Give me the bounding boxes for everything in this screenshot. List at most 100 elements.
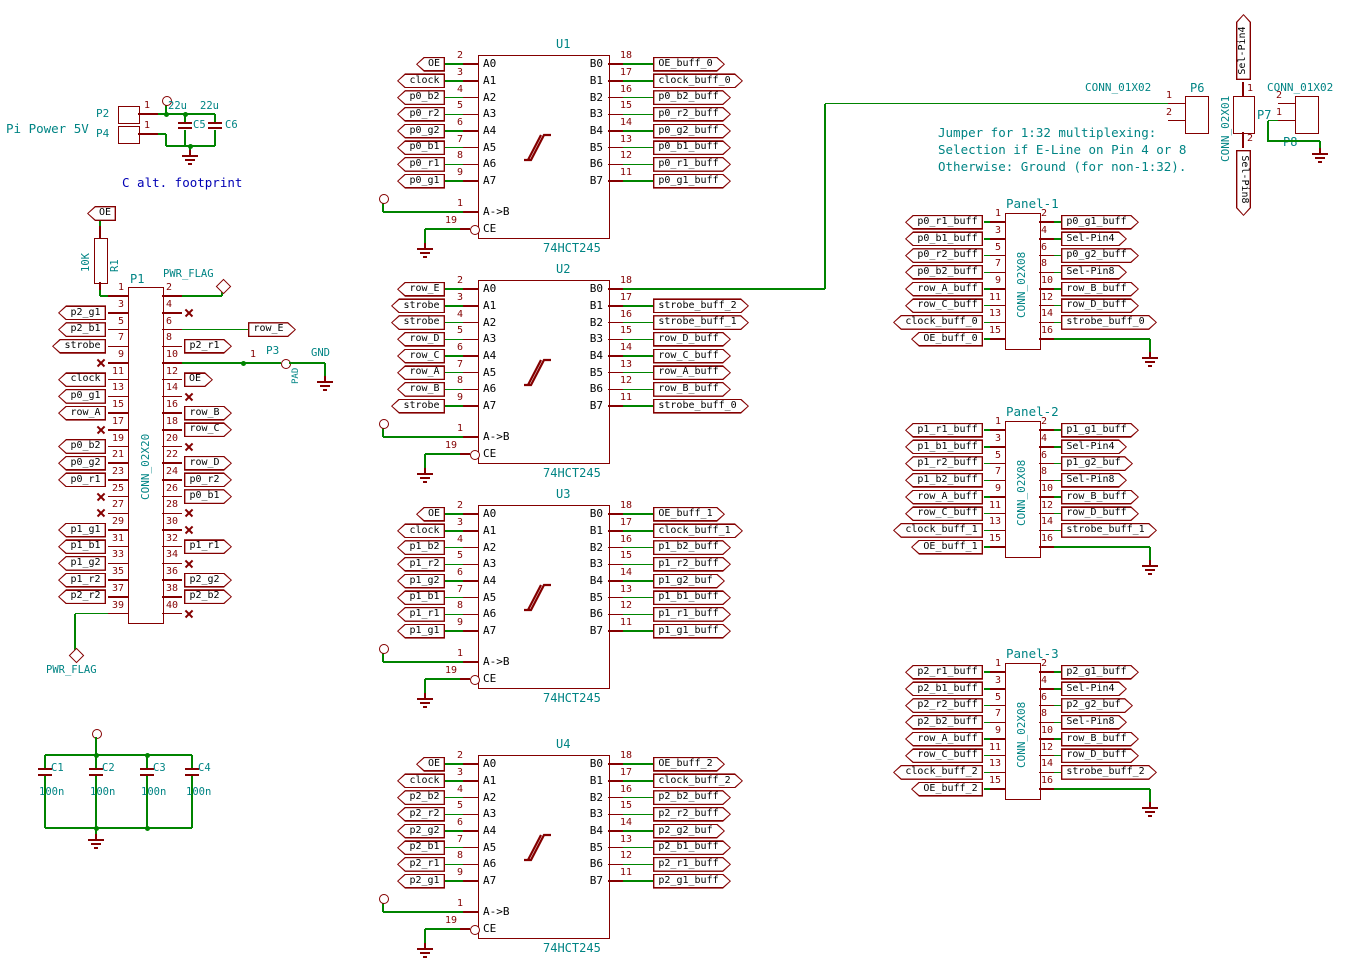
u2-output-row_A_buff[interactable]: row_A_buff <box>653 365 731 381</box>
u2-input-strobe[interactable]: strobe <box>391 298 445 314</box>
u1-input-p0_b2[interactable]: p0_b2 <box>397 90 445 106</box>
u3-input-OE[interactable]: OE <box>416 506 445 522</box>
panel1-label-row_A_buff[interactable]: row_A_buff <box>905 281 983 297</box>
p1-label-p0_r2[interactable]: p0_r2 <box>184 472 232 488</box>
p1-label-p1_b1[interactable]: p1_b1 <box>58 539 106 555</box>
panel2-label-strobe_buff_1[interactable]: strobe_buff_1 <box>1061 522 1157 538</box>
u4-output-p2_g2_buf[interactable]: p2_g2_buf <box>653 823 725 839</box>
panel3-gnd-symbol-bar1[interactable] <box>1142 807 1158 809</box>
u2-input-row_E[interactable]: row_E <box>397 281 445 297</box>
u1-output-p0_r2_buff[interactable]: p0_r2_buff <box>653 106 731 122</box>
panel3-label-p2_b1_buff[interactable]: p2_b1_buff <box>905 681 983 697</box>
u1-output-p0_b2_buff[interactable]: p0_b2_buff <box>653 90 731 106</box>
vcc-symbol[interactable] <box>92 729 102 739</box>
panel2-label-Sel-Pin4[interactable]: Sel-Pin4 <box>1061 439 1127 455</box>
panel3-label-row_D_buff[interactable]: row_D_buff <box>1061 748 1139 764</box>
panel1-label-row_D_buff[interactable]: row_D_buff <box>1061 298 1139 314</box>
u2-gnd-symbol-bar1[interactable] <box>417 473 433 475</box>
caps-gnd-symbol-bar1[interactable] <box>88 839 104 841</box>
panel1-label-row_B_buff[interactable]: row_B_buff <box>1061 281 1139 297</box>
panel2-label-row_C_buff[interactable]: row_C_buff <box>905 506 983 522</box>
panel1-label-p0_g1_buff[interactable]: p0_g1_buff <box>1061 214 1139 230</box>
p1-label-p2_r1[interactable]: p2_r1 <box>184 338 232 354</box>
panel2-label-p1_b1_buff[interactable]: p1_b1_buff <box>905 439 983 455</box>
panel2-label-p1_g2_buf[interactable]: p1_g2_buf <box>1061 456 1133 472</box>
panel3-label-clock_buff_2[interactable]: clock_buff_2 <box>893 764 983 780</box>
p1-label-p0_r1[interactable]: p0_r1 <box>58 472 106 488</box>
u4-output-p2_r1_buff[interactable]: p2_r1_buff <box>653 856 731 872</box>
p1-label-row_A[interactable]: row_A <box>58 405 106 421</box>
p7-connector-body[interactable] <box>1233 96 1255 134</box>
p1-label-p0_b2[interactable]: p0_b2 <box>58 439 106 454</box>
p1-label-p1_g1[interactable]: p1_g1 <box>58 522 106 538</box>
u1-output-p0_b1_buff[interactable]: p0_b1_buff <box>653 140 731 156</box>
u4-input-OE[interactable]: OE <box>416 756 445 772</box>
panel2-label-clock_buff_1[interactable]: clock_buff_1 <box>893 522 983 538</box>
u2-input-row_C[interactable]: row_C <box>397 348 445 364</box>
u3-input-p1_r1[interactable]: p1_r1 <box>397 606 445 622</box>
panel1-label-p0_r1_buff[interactable]: p0_r1_buff <box>905 214 983 230</box>
c6-plate[interactable] <box>208 122 222 125</box>
panel2-label-p1_r2_buff[interactable]: p1_r2_buff <box>905 456 983 472</box>
panel3-label-p2_r2_buff[interactable]: p2_r2_buff <box>905 698 983 714</box>
p2-connector-body[interactable] <box>118 106 140 124</box>
panel2-label-row_B_buff[interactable]: row_B_buff <box>1061 489 1139 505</box>
u2-input-strobe[interactable]: strobe <box>391 315 445 331</box>
panel3-label-Sel-Pin8[interactable]: Sel-Pin8 <box>1061 714 1127 730</box>
panel3-label-OE_buff_2[interactable]: OE_buff_2 <box>911 781 983 797</box>
p1-label-OE[interactable]: OE <box>184 372 213 388</box>
u3-gnd-symbol-bar1[interactable] <box>417 698 433 700</box>
panel1-label-p0_b2_buff[interactable]: p0_b2_buff <box>905 264 983 280</box>
panel2-gnd-symbol-bar1[interactable] <box>1142 565 1158 567</box>
u4-input-p2_r1[interactable]: p2_r1 <box>397 856 445 872</box>
u1-input-p0_b1[interactable]: p0_b1 <box>397 140 445 156</box>
panel2-connector-body[interactable] <box>1005 421 1041 558</box>
p1-label-p1_g2[interactable]: p1_g2 <box>58 555 106 571</box>
p1-label-row_C[interactable]: row_C <box>184 422 232 438</box>
p1-connector-body[interactable] <box>128 287 164 624</box>
u3-input-p1_g2[interactable]: p1_g2 <box>397 573 445 589</box>
u4-input-p2_b1[interactable]: p2_b1 <box>397 840 445 856</box>
p1-label-p1_r2[interactable]: p1_r2 <box>58 572 106 588</box>
u3-output-OE_buff_1[interactable]: OE_buff_1 <box>653 506 725 522</box>
panel3-label-p2_g2_buf[interactable]: p2_g2_buf <box>1061 698 1133 714</box>
panel1-label-strobe_buff_0[interactable]: strobe_buff_0 <box>1061 314 1157 330</box>
c4-plate[interactable] <box>185 768 199 771</box>
u3-input-clock[interactable]: clock <box>397 523 445 539</box>
u1-output-p0_g2_buff[interactable]: p0_g2_buff <box>653 123 731 139</box>
u4-input-p2_b2[interactable]: p2_b2 <box>397 790 445 806</box>
u1-output-OE_buff_0[interactable]: OE_buff_0 <box>653 56 725 72</box>
u3-output-p1_b2_buff[interactable]: p1_b2_buff <box>653 540 731 556</box>
c1-plate[interactable] <box>38 768 52 771</box>
panel2-label-row_A_buff[interactable]: row_A_buff <box>905 489 983 505</box>
u4-output-p2_b2_buff[interactable]: p2_b2_buff <box>653 790 731 806</box>
u4-input-p2_g2[interactable]: p2_g2 <box>397 823 445 839</box>
u3-output-p1_r2_buff[interactable]: p1_r2_buff <box>653 556 731 572</box>
u2-input-row_A[interactable]: row_A <box>397 365 445 381</box>
u1-gnd-symbol-bar1[interactable] <box>417 248 433 250</box>
p1-label-p0_g2[interactable]: p0_g2 <box>58 455 106 471</box>
u3-input-p1_b1[interactable]: p1_b1 <box>397 590 445 606</box>
p1-label-p1_r1[interactable]: p1_r1 <box>184 539 232 555</box>
u1-input-clock[interactable]: clock <box>397 73 445 89</box>
u2-vcc-symbol[interactable] <box>379 419 389 429</box>
u1-output-p0_r1_buff[interactable]: p0_r1_buff <box>653 156 731 172</box>
p3-gnd-symbol-bar1[interactable] <box>317 381 333 383</box>
p1-label-strobe[interactable]: strobe <box>52 338 106 354</box>
u4-output-p2_g1_buff[interactable]: p2_g1_buff <box>653 873 731 889</box>
c3-plate[interactable] <box>140 768 154 771</box>
panel1-gnd-symbol-bar1[interactable] <box>1142 357 1158 359</box>
u2-output-row_D_buff[interactable]: row_D_buff <box>653 331 731 347</box>
u4-output-OE_buff_2[interactable]: OE_buff_2 <box>653 756 725 772</box>
u1-output-p0_g1_buff[interactable]: p0_g1_buff <box>653 173 731 189</box>
p1-label-p0_g1[interactable]: p0_g1 <box>58 388 106 404</box>
u4-gnd-symbol-bar1[interactable] <box>417 948 433 950</box>
u2-input-row_B[interactable]: row_B <box>397 381 445 397</box>
panel2-label-OE_buff_1[interactable]: OE_buff_1 <box>911 539 983 555</box>
u4-vcc-symbol[interactable] <box>379 894 389 904</box>
u3-output-p1_g2_buf[interactable]: p1_g2_buf <box>653 573 725 589</box>
panel2-label-row_D_buff[interactable]: row_D_buff <box>1061 506 1139 522</box>
u3-output-clock_buff_1[interactable]: clock_buff_1 <box>653 523 743 539</box>
p1-label-row_E[interactable]: row_E <box>248 322 296 338</box>
p8-gnd-symbol-bar1[interactable] <box>1312 153 1328 155</box>
